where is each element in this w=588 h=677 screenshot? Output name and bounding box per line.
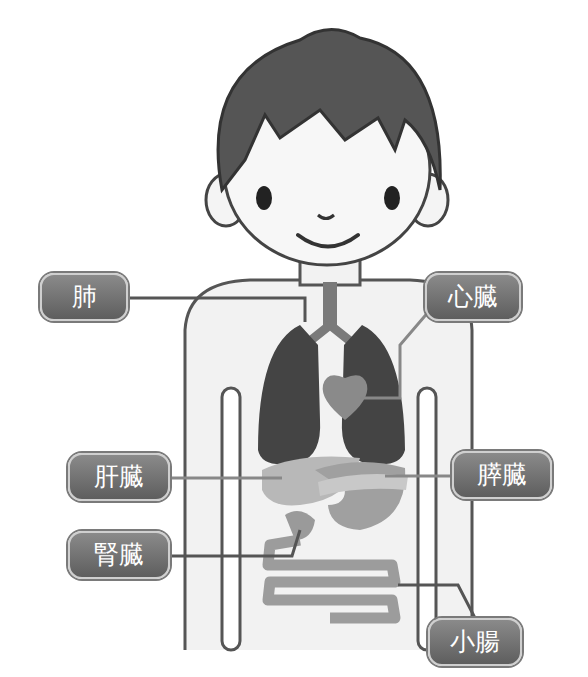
leader-line: [128, 298, 305, 322]
organ-label: 肝臓: [94, 463, 144, 491]
lung: [258, 325, 320, 464]
mouth: [298, 235, 358, 247]
hair: [218, 29, 440, 190]
kidney: [285, 511, 315, 540]
torso: [185, 280, 472, 650]
organ-label: 肺: [72, 283, 97, 311]
stomach: [315, 462, 405, 530]
small-intestine: [268, 540, 395, 618]
leader-line: [398, 585, 475, 618]
leader-line: [385, 475, 452, 478]
label-box: 心臓: [425, 273, 521, 321]
trachea: [323, 282, 337, 330]
organ-label: 膵臓: [477, 461, 527, 489]
arm: [418, 388, 436, 650]
label-box: 肺: [40, 273, 128, 321]
leader-line: [170, 530, 300, 556]
label-box: 膵臓: [452, 451, 552, 499]
leader-line: [170, 477, 282, 480]
eye: [384, 186, 400, 210]
arm: [222, 388, 240, 650]
nose: [318, 215, 334, 219]
organ-label: 心臓: [448, 283, 498, 311]
leader-line: [360, 310, 430, 398]
label-box: 小腸: [428, 618, 522, 666]
eye: [256, 186, 272, 210]
organ-label: 腎臓: [94, 541, 144, 569]
label-box: 腎臓: [68, 531, 170, 579]
organ-label: 小腸: [450, 628, 500, 656]
label-box: 肝臓: [68, 453, 170, 501]
